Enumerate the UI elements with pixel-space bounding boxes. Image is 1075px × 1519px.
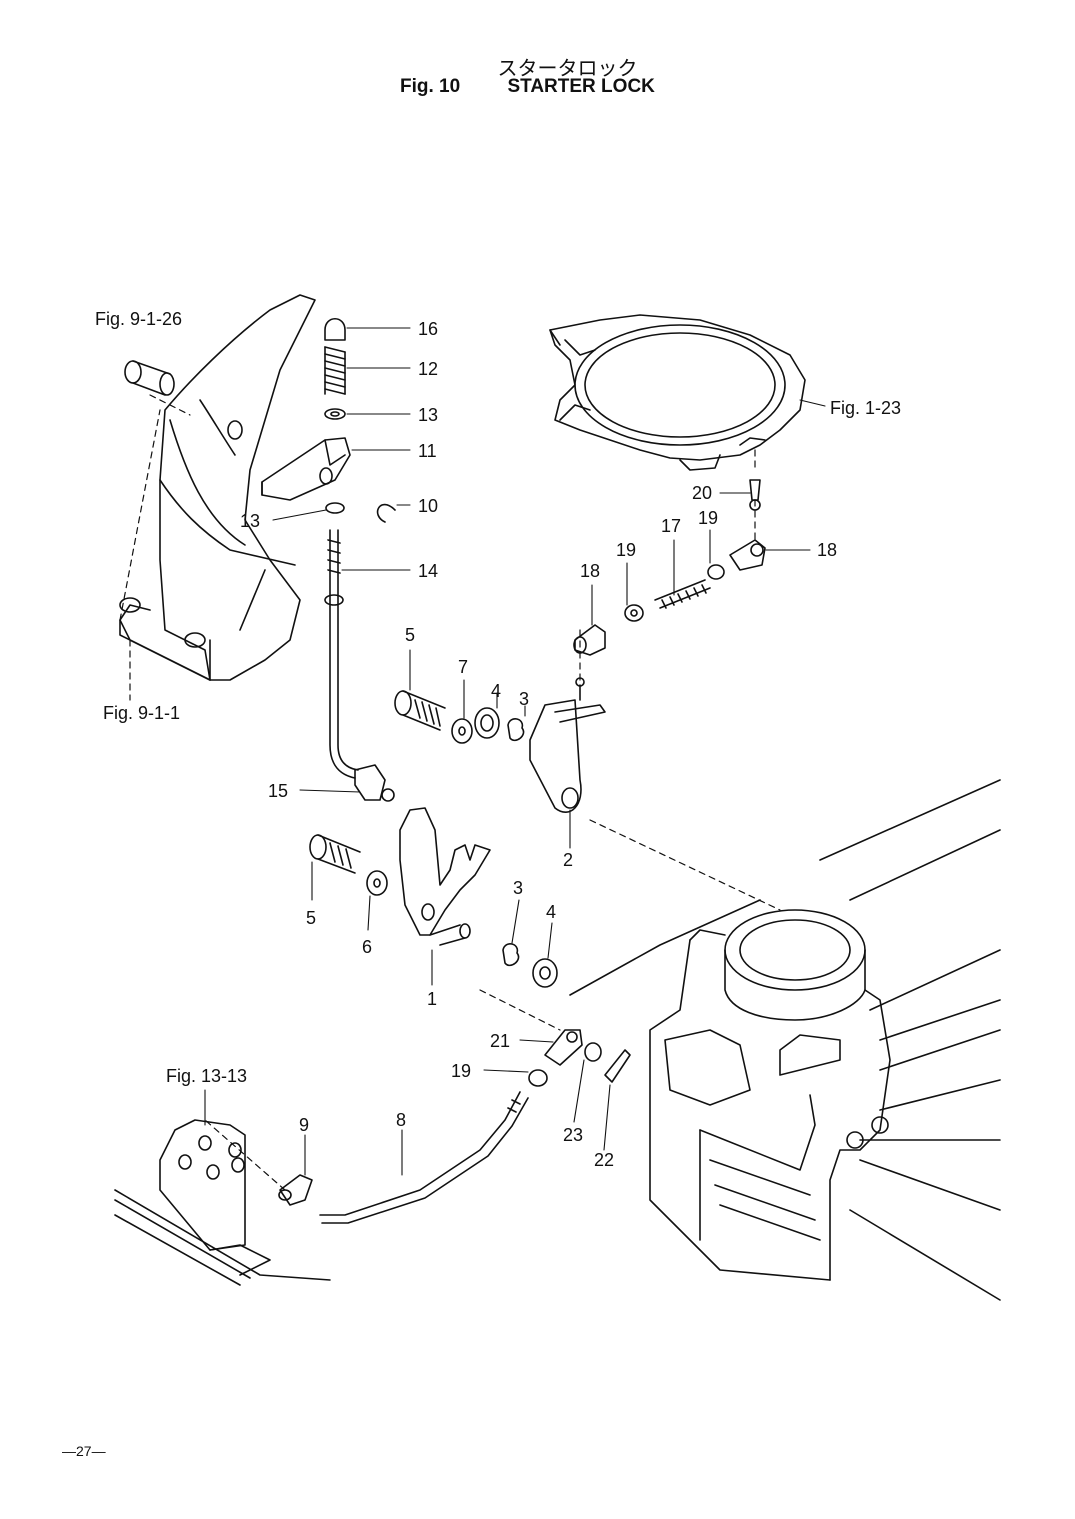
lever-1: [399, 807, 491, 946]
callout-5-lower: 5: [306, 908, 316, 928]
page-number: —27—: [62, 1443, 106, 1459]
callout-4-upper: 4: [491, 681, 501, 701]
callout-20: 20: [692, 483, 712, 503]
callout-2: 2: [563, 850, 573, 870]
callout-leaders: [204, 327, 826, 1176]
callout-1: 1: [427, 989, 437, 1009]
bracket-plate: [114, 1119, 331, 1286]
ref-fig-9-1-26: Fig. 9-1-26: [95, 309, 182, 329]
ref-fig-1-23: Fig. 1-23: [830, 398, 901, 418]
callout-10: 10: [418, 496, 438, 516]
figure-title: STARTER LOCK: [507, 76, 655, 97]
callout-7: 7: [458, 657, 468, 677]
ball-stud-20: [749, 479, 761, 511]
lever-11: [261, 437, 351, 501]
clip-9: [278, 1174, 313, 1206]
pin-part: [124, 360, 175, 396]
end-18-left: [573, 624, 606, 656]
washer-13-lower: [325, 502, 345, 514]
clip-3-lower: [502, 943, 520, 967]
washer-6: [366, 870, 388, 896]
callout-8: 8: [396, 1110, 406, 1130]
cotter-pin-22: [604, 1049, 631, 1083]
figure-number: Fig. 10: [400, 76, 461, 97]
rod-14: [324, 529, 359, 779]
spring-12: [324, 346, 346, 395]
clip-10: [376, 503, 396, 523]
callout-4-lower: 4: [546, 902, 556, 922]
bushing-4-upper: [474, 707, 500, 739]
callout-19-lower: 19: [451, 1061, 471, 1081]
reference-leaders: [119, 394, 781, 1191]
callout-22: 22: [594, 1150, 614, 1170]
clip-3-upper: [507, 718, 525, 742]
washer-7: [451, 718, 473, 744]
end-21: [544, 1029, 583, 1066]
engine-block: [569, 779, 1001, 1301]
callout-21: 21: [490, 1031, 510, 1051]
ref-fig-9-1-1: Fig. 9-1-1: [103, 703, 180, 723]
callout-11: 11: [418, 441, 437, 461]
callout-17: 17: [661, 516, 681, 536]
clip-15: [354, 764, 395, 802]
bushing-4-lower: [532, 958, 558, 988]
callout-19-right: 19: [698, 508, 718, 528]
rod-8: [319, 1091, 529, 1224]
callout-15: 15: [268, 781, 288, 801]
washer-13-top: [324, 408, 346, 420]
callout-23: 23: [563, 1125, 583, 1145]
arm-2: [529, 677, 606, 813]
callout-5-upper: 5: [405, 625, 415, 645]
callout-18-left: 18: [580, 561, 600, 581]
bolt-5-upper: [394, 690, 446, 731]
callout-12: 12: [418, 359, 438, 379]
title-japanese: スタータロック: [497, 56, 638, 80]
callout-18-right: 18: [817, 540, 837, 560]
end-18-right: [729, 539, 766, 571]
callout-13-top: 13: [418, 405, 438, 425]
nut-19-right: [707, 564, 725, 580]
callout-13-lower: 13: [240, 511, 260, 531]
callout-9: 9: [299, 1115, 309, 1135]
nut-19-left: [624, 604, 644, 622]
callout-19-left: 19: [616, 540, 636, 560]
starter-housing: [549, 314, 806, 471]
washer-23: [584, 1042, 602, 1062]
ref-fig-13-13: Fig. 13-13: [166, 1066, 247, 1086]
engine-bracket: [119, 294, 316, 681]
threaded-rod-17: [654, 579, 711, 609]
callout-6: 6: [362, 937, 372, 957]
title-row: Fig. 10 STARTER LOCK: [400, 76, 655, 98]
cap-16: [324, 317, 346, 341]
callout-16: 16: [418, 319, 438, 339]
callout-14: 14: [418, 561, 438, 581]
callout-3-lower: 3: [513, 878, 523, 898]
bolt-5-lower: [309, 834, 361, 874]
nut-19-lower: [528, 1069, 548, 1087]
callout-3-upper: 3: [519, 689, 529, 709]
